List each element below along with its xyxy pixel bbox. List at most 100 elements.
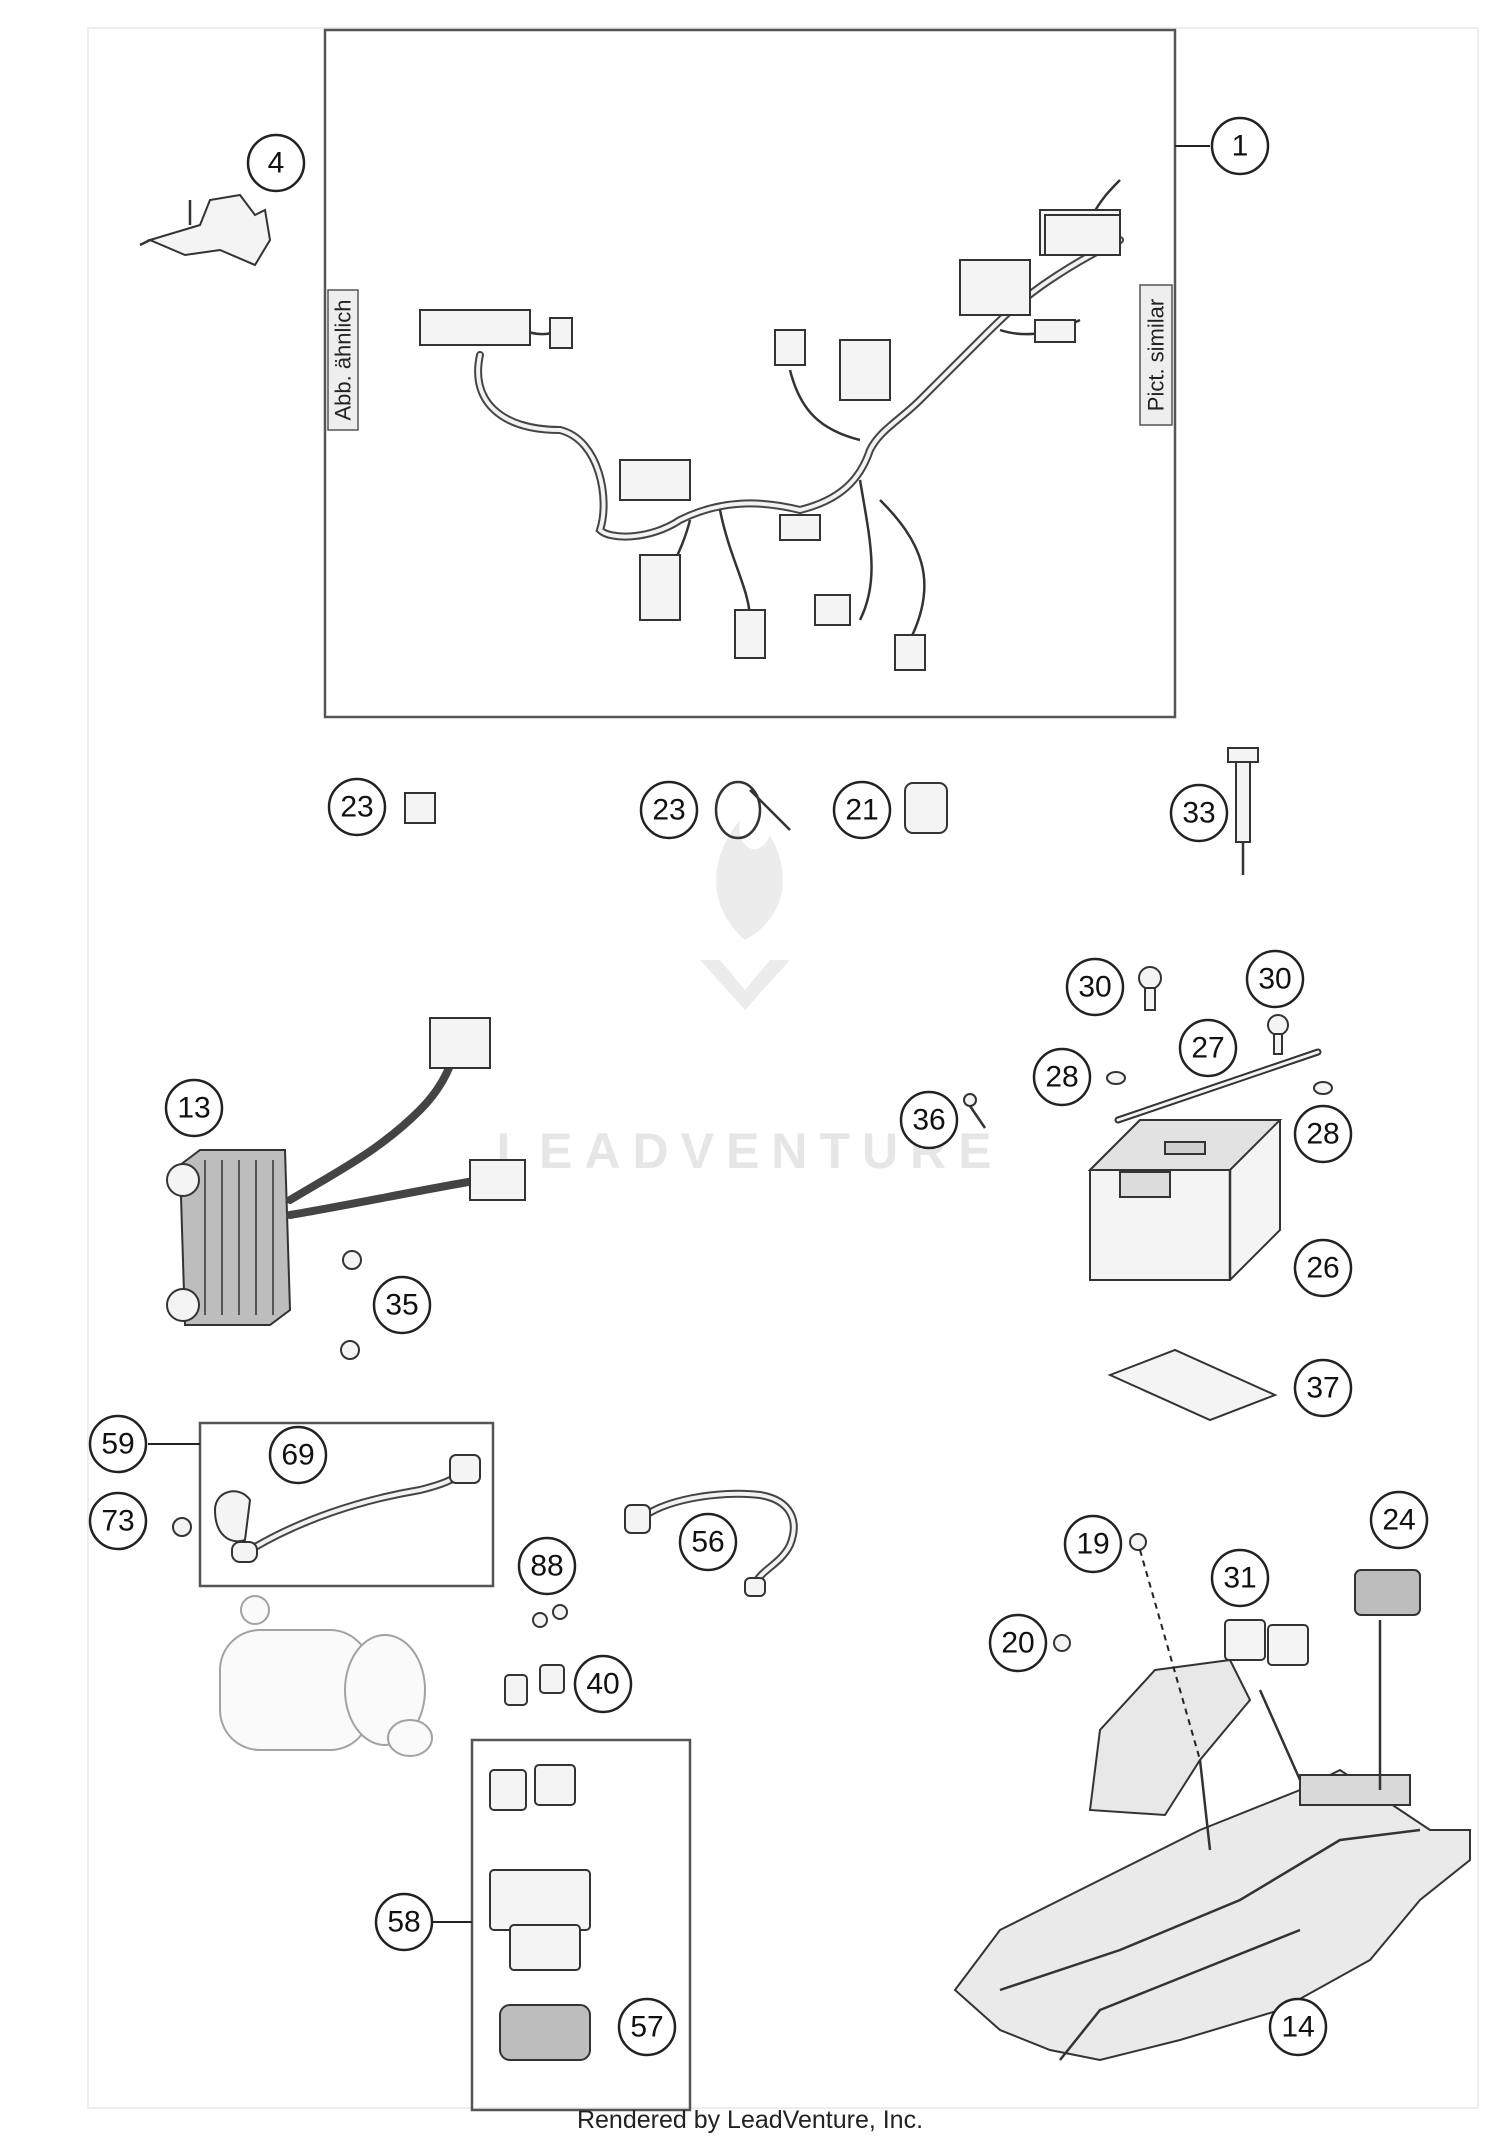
callout-56[interactable]: 56 [678,1512,738,1572]
wiring-harness-group: Abb. ähnlich Pict. similar [323,28,1270,719]
svg-text:13: 13 [177,1092,210,1125]
outer-border [87,27,1479,2109]
svg-text:73: 73 [101,1505,134,1538]
callout-69[interactable]: 69 [268,1425,328,1485]
harness-plug-d [779,514,821,541]
callout-37[interactable]: 37 [1293,1358,1353,1418]
part-13-connector-upper [429,1017,491,1069]
part-23-connector [404,792,436,824]
svg-text:19: 19 [1076,1528,1109,1561]
callout-36[interactable]: 36 [899,1090,959,1150]
part-27-battery-strap [1114,1048,1322,1124]
wiring-harness [419,179,1124,671]
callout-73[interactable]: 73 [88,1491,148,1551]
harness-connector-right [959,259,1031,316]
part-40-caps [504,1664,565,1706]
callout-28-left[interactable]: 28 [1032,1047,1092,1107]
callout-26[interactable]: 26 [1293,1238,1353,1298]
svg-text:1: 1 [1232,130,1249,163]
callout-24[interactable]: 24 [1369,1490,1429,1550]
part-30-bolt-right [1267,1014,1289,1055]
svg-text:40: 40 [586,1668,619,1701]
svg-text:59: 59 [101,1428,134,1461]
svg-text:24: 24 [1382,1504,1415,1537]
svg-text:26: 26 [1306,1252,1339,1285]
part-26-battery [1087,1119,1283,1281]
part-59-starter-cable [231,1454,481,1563]
svg-text:28: 28 [1306,1118,1339,1151]
svg-text:14: 14 [1281,2011,1314,2044]
callout-59[interactable]: 59 [88,1414,148,1474]
svg-text:23: 23 [652,794,685,827]
callout-27[interactable]: 27 [1178,1018,1238,1078]
harness-plug-f [894,634,926,671]
part-36-screw [963,1093,987,1129]
svg-text:69: 69 [281,1439,314,1472]
callout-40[interactable]: 40 [573,1654,633,1714]
svg-text:37: 37 [1306,1372,1339,1405]
part-58-group-frame [470,1738,692,2112]
callout-20[interactable]: 20 [988,1613,1048,1673]
svg-text:58: 58 [387,1906,420,1939]
svg-text:28: 28 [1045,1061,1078,1094]
harness-connector-mid [619,459,691,501]
svg-text:27: 27 [1191,1032,1224,1065]
harness-fuse-box [1044,214,1121,256]
harness-plug-g [774,329,806,366]
part-33-fuse-holder [1227,747,1259,875]
harness-plug-a [549,317,573,349]
svg-text:23: 23 [340,791,373,824]
svg-text:21: 21 [845,794,878,827]
harness-plug-b [639,554,681,621]
svg-text:57: 57 [630,2011,663,2044]
part-19-screw [1129,1533,1147,1551]
part-24-relay [1354,1569,1421,1616]
part-21-cap [904,782,948,834]
part-14-battery-holder [953,1549,1471,2062]
part-58-relay [489,1764,591,1971]
callout-57[interactable]: 57 [617,1997,677,2057]
svg-text:33: 33 [1182,797,1215,830]
part-88-screws [532,1604,568,1628]
harness-connector-left [419,309,531,346]
svg-text:56: 56 [691,1526,724,1559]
callout-13[interactable]: 13 [164,1078,224,1138]
harness-connector-block [839,339,891,401]
harness-plug-e [814,594,851,626]
callout-19[interactable]: 19 [1063,1514,1123,1574]
part-20-nut [1053,1634,1071,1652]
part-35-screws [340,1250,362,1360]
callout-4[interactable]: 4 [246,133,306,193]
callout-14[interactable]: 14 [1268,1997,1328,2057]
svg-text:36: 36 [912,1104,945,1137]
callout-23[interactable]: 23 [327,777,387,837]
svg-text:20: 20 [1001,1627,1034,1660]
callout-33[interactable]: 33 [1169,783,1229,843]
callout-30-left[interactable]: 30 [1065,957,1125,1017]
callout-58[interactable]: 58 [374,1892,434,1952]
callout-30-right[interactable]: 30 [1245,949,1305,1009]
svg-text:4: 4 [268,147,285,180]
footer-credit: Rendered by LeadVenture, Inc. [576,2106,924,2134]
right-note-text: Pict. similar [1144,299,1169,411]
callout-35[interactable]: 35 [372,1275,432,1335]
part-13-voltage-regulator [166,1017,526,1326]
callout-21[interactable]: 21 [832,780,892,840]
callout-18[interactable]: 23 [639,780,699,840]
part-57-relay-cover [499,2004,591,2061]
part-73-nut [172,1517,192,1537]
callout-88[interactable]: 88 [517,1536,577,1596]
callout-1[interactable]: 1 [1210,116,1270,176]
part-59-group-frame [198,1421,495,1588]
callout-28-right[interactable]: 28 [1293,1104,1353,1164]
part-13-connector-lower [469,1159,526,1201]
part-56-cable [624,1489,798,1597]
left-note-text: Abb. ähnlich [331,299,356,420]
part-18-cable-tie [714,780,791,840]
svg-text:88: 88 [530,1550,563,1583]
svg-text:31: 31 [1223,1562,1256,1595]
starter-motor [219,1595,433,1757]
svg-text:30: 30 [1078,971,1111,1004]
callout-31[interactable]: 31 [1210,1548,1270,1608]
